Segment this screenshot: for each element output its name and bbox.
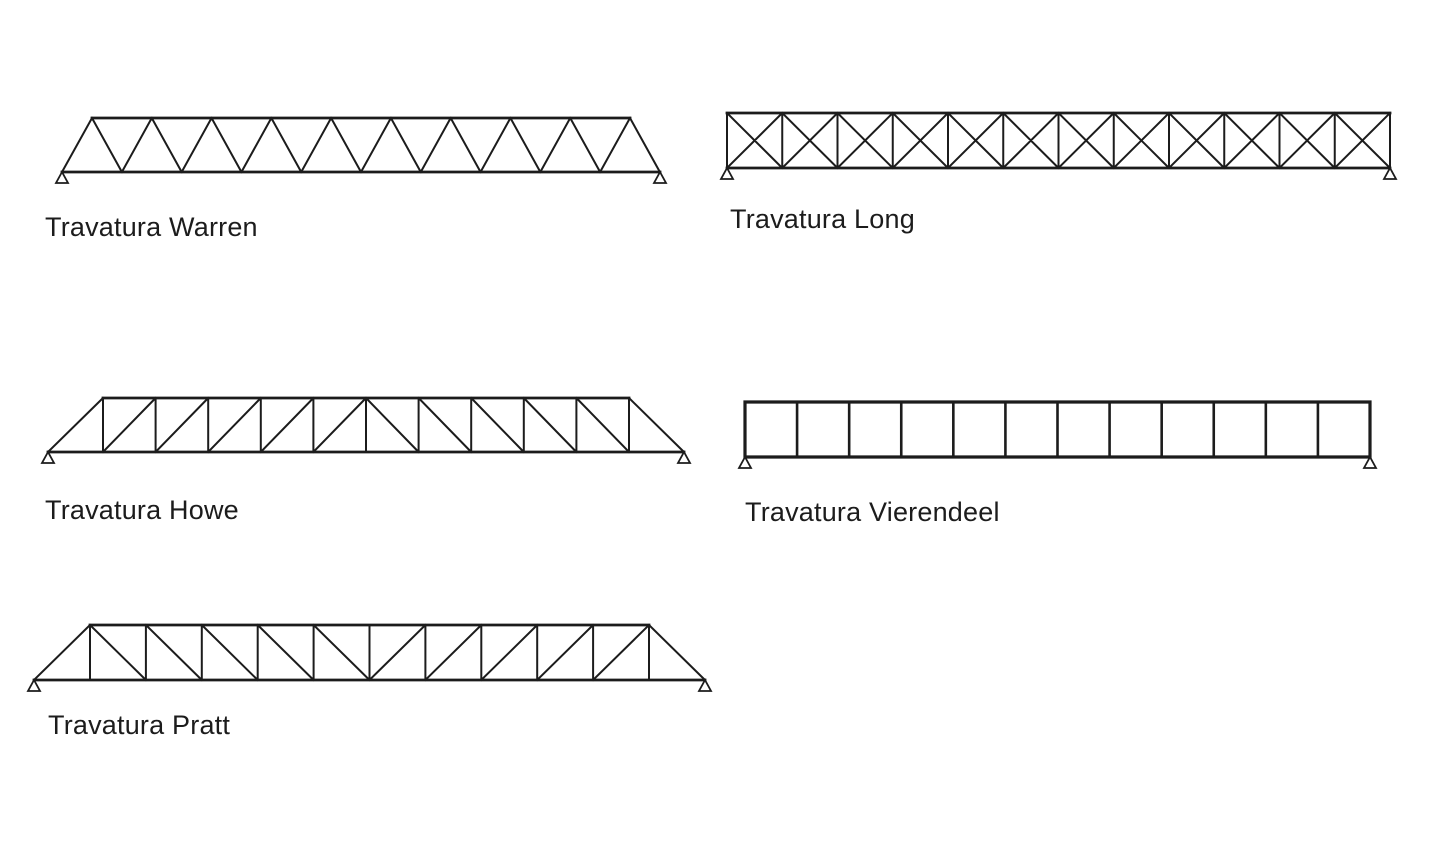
vierendeel-truss-drawing [737, 400, 1378, 469]
warren-truss-drawing [54, 116, 668, 184]
long-truss-label: Travatura Long [730, 204, 915, 234]
pratt-truss-drawing [26, 623, 713, 692]
long-truss-drawing [719, 111, 1398, 180]
howe-truss-label: Travatura Howe [45, 495, 239, 525]
vierendeel-truss-label: Travatura Vierendeel [745, 497, 1000, 527]
howe-truss-drawing [40, 396, 692, 464]
warren-truss-label: Travatura Warren [45, 212, 258, 242]
pratt-truss-label: Travatura Pratt [48, 710, 231, 740]
